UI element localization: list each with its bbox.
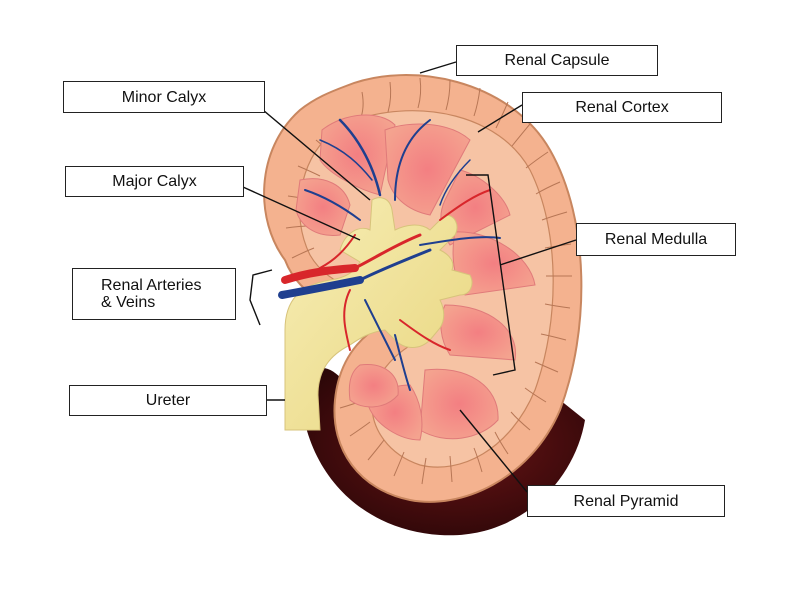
label-renal-pyramid: Renal Pyramid — [527, 485, 725, 517]
label-renal-arteries-veins: Renal Arteries & Veins — [72, 268, 236, 320]
label-ureter: Ureter — [69, 385, 267, 416]
label-minor-calyx: Minor Calyx — [63, 81, 265, 113]
leader-capsule — [420, 62, 456, 73]
bracket-arteries — [250, 270, 272, 325]
label-major-calyx: Major Calyx — [65, 166, 244, 197]
label-renal-arteries-line1: Renal Arteries — [101, 277, 202, 294]
label-renal-cortex: Renal Cortex — [522, 92, 722, 123]
label-renal-arteries-line2: & Veins — [101, 294, 202, 311]
label-renal-capsule: Renal Capsule — [456, 45, 658, 76]
label-renal-medulla: Renal Medulla — [576, 223, 736, 256]
